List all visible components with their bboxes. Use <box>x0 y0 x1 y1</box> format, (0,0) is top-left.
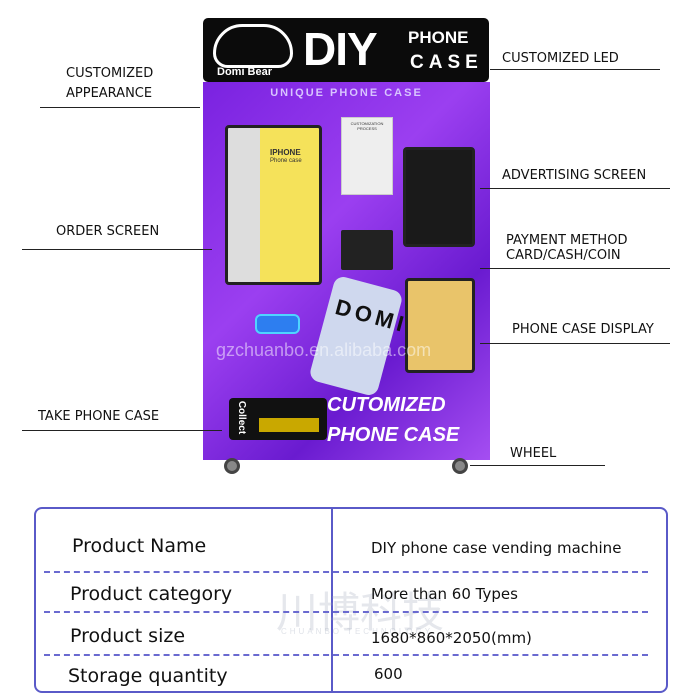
collect-label: Collect <box>236 400 248 435</box>
row-divider <box>44 654 648 656</box>
callout-appearance-1: CUSTOMIZED <box>66 66 154 81</box>
row-divider <box>44 611 648 613</box>
sample-phone-case: DOMI <box>308 274 410 398</box>
callout-display: PHONE CASE DISPLAY <box>512 322 654 337</box>
callout-payment-1: PAYMENT METHOD <box>506 233 628 248</box>
table-row-value: More than 60 Types <box>371 585 518 603</box>
callout-line <box>22 430 222 431</box>
callout-order: ORDER SCREEN <box>56 224 160 239</box>
brand-name: Domi Bear <box>217 66 273 78</box>
row-divider <box>44 571 648 573</box>
spec-table: 川博科技 CHUANBO TECHNOLOGY Product Name DIY… <box>34 507 668 693</box>
table-row-label: Product Name <box>72 535 207 557</box>
callout-line <box>480 188 670 189</box>
table-row-value: 600 <box>374 665 403 683</box>
process-panel: CUSTOMIZATION PROCESS <box>341 117 393 195</box>
table-row-label: Product size <box>70 625 186 647</box>
machine-banner: UNIQUE PHONE CASE <box>270 87 423 99</box>
phone-case-display <box>405 278 475 373</box>
watermark-url: gzchuanbo.en.alibaba.com <box>216 340 432 360</box>
wheel-left <box>224 458 240 474</box>
table-row-label: Product category <box>70 583 233 605</box>
order-screen-title: IPHONE <box>270 148 301 157</box>
callout-line <box>22 249 212 250</box>
table-divider <box>331 509 333 691</box>
callout-line <box>480 268 670 269</box>
payment-panel <box>341 230 393 270</box>
wheel-right <box>452 458 468 474</box>
callout-line <box>40 107 200 108</box>
callout-line <box>480 343 670 344</box>
diy-text: DIY <box>303 23 378 75</box>
collect-slot[interactable]: Collect <box>229 398 327 440</box>
bear-logo-icon <box>213 24 293 68</box>
table-row-value: 1680*860*2050(mm) <box>371 629 532 647</box>
callout-advertising: ADVERTISING SCREEN <box>502 168 647 183</box>
advertising-screen <box>403 147 475 247</box>
phone-text: PHONE <box>408 28 469 47</box>
front-text-2: PHONE CASE <box>327 424 460 446</box>
vending-machine: UNIQUE PHONE CASE IPHONE Phone case CUST… <box>203 82 490 460</box>
order-screen: IPHONE Phone case <box>225 125 322 285</box>
scan-button[interactable] <box>255 314 300 334</box>
table-row-value: DIY phone case vending machine <box>371 539 622 557</box>
case-text: CASE <box>410 52 483 73</box>
callout-appearance-2: APPEARANCE <box>66 86 153 101</box>
callout-wheel: WHEEL <box>510 446 557 461</box>
callout-line <box>490 69 660 70</box>
order-screen-subtitle: Phone case <box>270 158 302 164</box>
front-text-1: CUTOMIZED <box>327 394 446 416</box>
callout-payment-2: CARD/CASH/COIN <box>506 248 621 263</box>
table-row-label: Storage quantity <box>68 665 228 687</box>
led-sign: Domi Bear DIY PHONE CASE <box>203 18 489 82</box>
callout-led: CUSTOMIZED LED <box>502 51 619 66</box>
process-title: CUSTOMIZATION PROCESS <box>350 121 384 131</box>
watermark-en: CHUANBO TECHNOLOGY <box>281 627 434 636</box>
callout-line <box>470 465 605 466</box>
callout-take: TAKE PHONE CASE <box>38 409 160 424</box>
